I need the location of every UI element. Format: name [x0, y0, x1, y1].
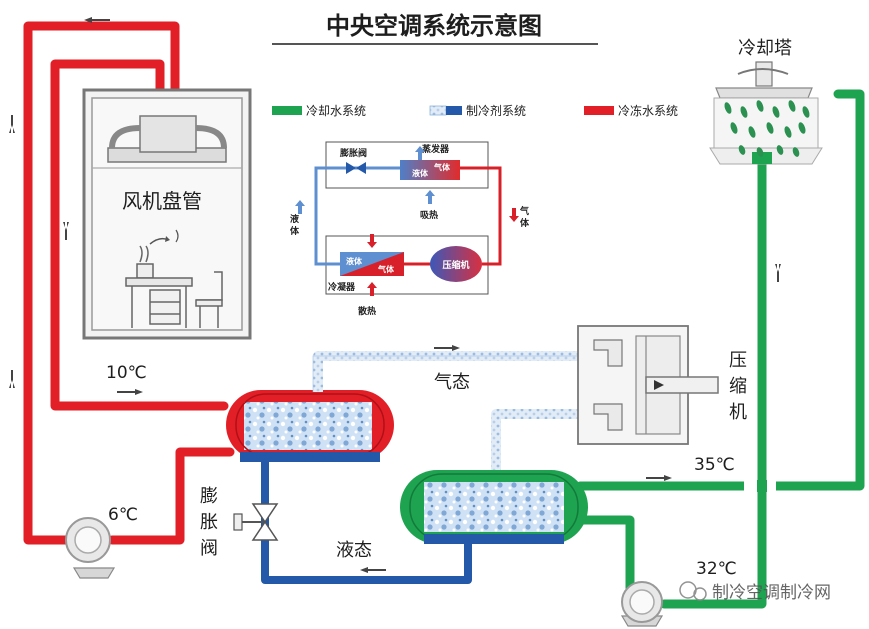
legend-cooling-water: 冷却水系统	[306, 104, 366, 118]
fan-coil-unit	[107, 115, 227, 163]
cooling-water-loop	[569, 89, 865, 609]
inset-absorb-heat: 吸热	[420, 209, 438, 221]
inset-compressor	[430, 246, 482, 282]
temp-32c: 32℃	[696, 559, 737, 579]
inset-liquid-top: 液体	[412, 168, 429, 178]
inset-heat-in-arrow	[367, 234, 377, 248]
legend-swatch-cooling	[272, 106, 302, 115]
inset-liquid-line	[314, 166, 400, 266]
inset-condenser-label: 冷凝器	[328, 281, 356, 293]
refrigerant-gas-pipe-discharge	[491, 409, 592, 470]
watermark-text: 制冷空调制冷网	[712, 583, 831, 603]
desk	[125, 245, 193, 328]
expansion-valve-char-2: 胀	[200, 512, 218, 533]
fan-coil-label: 风机盘管	[122, 189, 202, 213]
legend-chilled-water: 冷冻水系统	[618, 103, 678, 118]
evaporator-vessel	[226, 390, 394, 462]
inset-gas-side-1: 气	[519, 205, 529, 217]
inset-compressor-label: 压缩机	[442, 259, 469, 271]
inset-evaporator	[400, 160, 460, 180]
temp-10c: 10℃	[106, 363, 147, 383]
inset-liquid-side-1: 液	[290, 213, 300, 225]
inset-absorb-arrow	[425, 190, 435, 204]
expansion-valve-char-3: 阀	[200, 538, 218, 559]
temp-35c: 35℃	[694, 455, 735, 475]
chilled-water-loop	[23, 21, 235, 545]
chair	[195, 271, 223, 328]
inset-gas-side-2: 体	[520, 217, 530, 229]
chilled-supply-pipe	[23, 21, 180, 545]
flow-arrows	[360, 264, 781, 573]
chilled-pump-pipe	[107, 447, 235, 545]
cooling-return-pipe	[575, 89, 865, 491]
compressor-char-2: 缩	[729, 376, 747, 397]
compressor	[577, 325, 719, 445]
chilled-return-pipe	[50, 59, 229, 411]
chilled-flow-arrows	[9, 17, 143, 395]
watermark: 制冷空调制冷网	[679, 581, 831, 603]
inset-cycle: 液体 气体 膨胀阀 蒸发器 吸热 液 体 气 体 液体 气体 冷凝器 散热 压缩…	[290, 141, 530, 317]
compressor-char-3: 机	[729, 402, 747, 423]
temp-6c: 6℃	[108, 505, 138, 525]
inset-gas-line	[460, 166, 502, 266]
liquid-state-label: 液态	[336, 540, 372, 561]
inset-release-heat: 散热	[358, 305, 376, 317]
inset-up-arrow	[415, 146, 425, 160]
inset-gas-bottom: 气体	[377, 264, 395, 274]
legend-swatch-refrigerant-light	[429, 105, 447, 116]
cooling-tower-droplets	[724, 100, 810, 157]
cooling-pump-pipe	[569, 515, 635, 593]
expansion-valve-char-1: 膨	[200, 486, 218, 507]
condenser-vessel	[400, 470, 588, 544]
gas-state-label: 气态	[434, 372, 470, 393]
cooling-tower-label: 冷却塔	[738, 38, 792, 59]
room: 风机盘管	[82, 88, 252, 340]
inset-liquid-side-2: 体	[290, 225, 300, 237]
inset-top-box	[325, 141, 489, 189]
inset-liquid-bottom: 液体	[346, 256, 363, 266]
diagram-title: 中央空调系统示意图	[326, 12, 542, 40]
legend-swatch-chilled	[584, 106, 614, 115]
compressor-char-1: 压	[729, 350, 747, 371]
inset-release-arrow	[367, 282, 377, 296]
expansion-valve	[233, 503, 279, 541]
legend: 冷却水系统 制冷剂系统 冷冻水系统	[272, 103, 678, 118]
legend-swatch-refrigerant-dark	[446, 106, 462, 115]
legend-refrigerant: 制冷剂系统	[466, 103, 526, 118]
inset-evaporator-label: 蒸发器	[422, 143, 450, 155]
chilled-water-pump	[65, 517, 116, 579]
cooling-supply-pipe	[659, 155, 767, 609]
inset-expansion-valve	[346, 162, 366, 174]
inset-gas-top: 气体	[433, 162, 451, 172]
cooling-water-pump	[620, 581, 664, 627]
inset-expansion-valve-label: 膨胀阀	[339, 147, 367, 159]
